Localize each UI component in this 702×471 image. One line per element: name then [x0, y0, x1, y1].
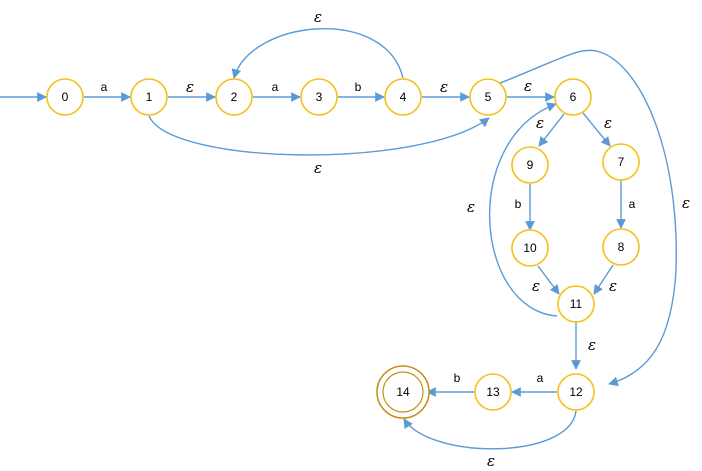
state-8: 8 — [602, 228, 640, 266]
edge-12-14 — [403, 410, 577, 450]
state-3: 3 — [300, 78, 338, 116]
state-label: 0 — [62, 90, 69, 104]
state-label: 11 — [570, 297, 583, 311]
state-12: 12 — [557, 373, 595, 411]
state-label: 7 — [618, 155, 625, 169]
state-ring — [554, 78, 592, 116]
state-ring — [300, 78, 338, 116]
label-11-6: ε — [467, 198, 475, 216]
state-5: 5 — [469, 78, 507, 116]
edge-6-9 — [538, 113, 565, 147]
state-2: 2 — [215, 78, 253, 116]
edge-4-2 — [231, 28, 404, 79]
state-ring — [215, 78, 253, 116]
state-ring — [474, 373, 512, 411]
state-9: 9 — [511, 146, 549, 184]
state-label: 14 — [396, 385, 410, 399]
edge-labels: a ε a b ε ε ε ε ε ε ε b a ε ε ε ε a b ε — [101, 8, 690, 470]
state-ring — [46, 78, 84, 116]
label-6-9: ε — [536, 114, 544, 132]
label-4-5: ε — [440, 78, 448, 96]
state-10: 10 — [511, 229, 549, 267]
state-13: 13 — [474, 373, 512, 411]
edge-10-11 — [537, 265, 560, 295]
state-ring — [602, 143, 640, 181]
label-10-11: ε — [532, 277, 540, 295]
state-14-accepting: 14 — [376, 365, 430, 419]
label-5-6: ε — [524, 77, 532, 95]
state-ring — [511, 229, 549, 267]
label-8-11: ε — [609, 277, 617, 295]
state-ring — [469, 78, 507, 116]
label-1-2: ε — [186, 78, 194, 96]
states: 0 1 2 3 4 5 6 7 — [46, 78, 640, 419]
edges — [0, 28, 677, 450]
state-label: 1 — [146, 90, 153, 104]
label-12-13: a — [537, 371, 544, 385]
state-ring — [557, 285, 595, 323]
edge-6-7 — [582, 112, 611, 147]
state-ring — [511, 146, 549, 184]
edge-11-6 — [488, 102, 558, 317]
label-4-2: ε — [314, 8, 322, 26]
state-ring — [602, 228, 640, 266]
label-9-10: b — [515, 197, 522, 211]
label-7-8: a — [629, 197, 636, 211]
label-11-12: ε — [588, 336, 596, 354]
state-label: 8 — [618, 240, 625, 254]
state-11: 11 — [557, 285, 595, 323]
edge-5-12 — [494, 49, 677, 387]
label-12-14: ε — [487, 452, 495, 470]
label-13-14: b — [454, 371, 461, 385]
state-label: 12 — [569, 385, 583, 399]
state-7: 7 — [602, 143, 640, 181]
label-5-12: ε — [682, 194, 690, 212]
edge-1-5 — [148, 115, 490, 156]
label-6-7: ε — [604, 114, 612, 132]
label-2-3: a — [272, 80, 279, 94]
state-ring — [384, 78, 422, 116]
state-label: 5 — [485, 90, 492, 104]
state-1: 1 — [130, 78, 168, 116]
state-label: 3 — [316, 90, 323, 104]
label-0-1: a — [101, 80, 108, 94]
state-ring — [557, 373, 595, 411]
state-label: 9 — [527, 158, 534, 172]
state-ring — [130, 78, 168, 116]
state-label: 13 — [486, 385, 500, 399]
state-label: 10 — [523, 241, 537, 255]
state-0: 0 — [46, 78, 84, 116]
edge-8-11 — [593, 264, 614, 295]
state-label: 4 — [400, 90, 407, 104]
state-label: 6 — [570, 90, 577, 104]
state-6: 6 — [554, 78, 592, 116]
state-4: 4 — [384, 78, 422, 116]
accept-inner-ring — [382, 371, 424, 413]
label-1-5: ε — [314, 159, 322, 177]
state-label: 2 — [231, 90, 238, 104]
label-3-4: b — [355, 80, 362, 94]
